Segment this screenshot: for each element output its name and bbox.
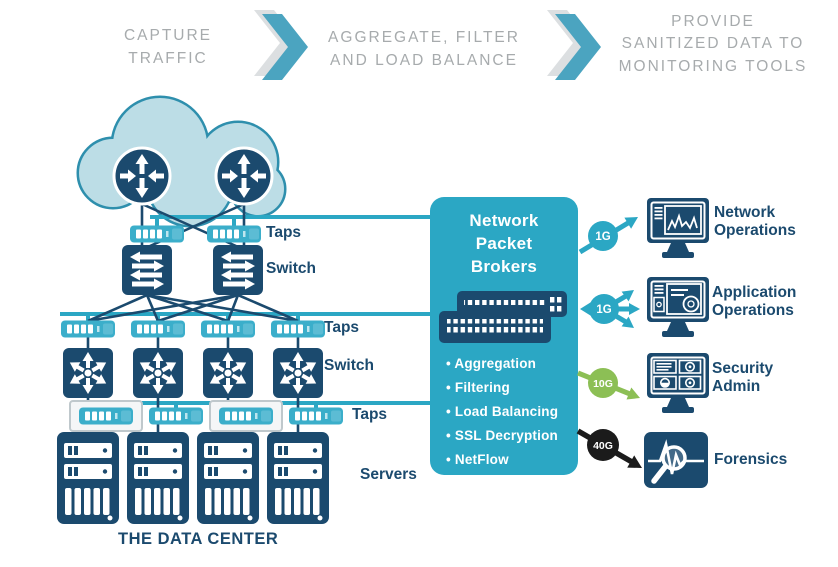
tap-icon [131, 320, 185, 338]
chevron-icon [254, 10, 308, 80]
tap-icon [130, 225, 184, 243]
output-label-forensics: Forensics [714, 451, 788, 468]
tap-icon [61, 320, 115, 338]
label-taps-top: Taps [266, 224, 302, 241]
server-icon [197, 432, 259, 524]
tap-icon [207, 225, 261, 243]
label-servers: Servers [360, 466, 417, 483]
data-center-diagram [57, 95, 430, 524]
output-label-network-operations: Network Operations [714, 204, 796, 239]
speed-arrow-40g: 40G [576, 428, 642, 468]
server-icon [57, 432, 119, 524]
speed-arrow-1g-fanout: 1G [580, 290, 640, 328]
npb-feature: Load Balancing [446, 404, 578, 419]
tap-icon [219, 407, 273, 425]
tap-icon [271, 320, 325, 338]
header-step-capture: CAPTURE TRAFFIC [123, 27, 213, 68]
label-taps-mid: Taps [324, 319, 360, 336]
data-center-title: THE DATA CENTER [118, 530, 279, 548]
forensics-icon [644, 432, 708, 488]
multilayer-switch-icon [63, 348, 113, 398]
monitor-icon [647, 198, 709, 258]
npb-feature-list: Aggregation Filtering Load Balancing SSL… [430, 356, 578, 467]
switch-icon [213, 245, 263, 295]
chevron-icon [547, 10, 601, 80]
header-step-provide: PROVIDE SANITIZED DATA TO MONITORING TOO… [618, 13, 808, 75]
npb-feature: SSL Decryption [446, 428, 578, 443]
router-icon [112, 146, 172, 206]
speed-arrow-1g: 1G [578, 217, 638, 255]
npb-title: Network Packet Brokers [469, 211, 539, 276]
npb-feature: Filtering [446, 380, 578, 395]
server-icon [267, 432, 329, 524]
label-taps-bottom: Taps [352, 406, 388, 423]
tap-icon [149, 407, 203, 425]
multilayer-switch-icon [203, 348, 253, 398]
server-icon [127, 432, 189, 524]
label-switch-top: Switch [266, 260, 316, 277]
speed-arrow-10g: 10G [577, 368, 640, 400]
svg-text:1G: 1G [595, 231, 610, 243]
header-step-aggregate: AGGREGATE, FILTER AND LOAD BALANCE [328, 29, 520, 70]
label-switch-mid: Switch [324, 357, 374, 374]
switch-icon [122, 245, 172, 295]
npb-feature: NetFlow [446, 452, 578, 467]
npb-feature: Aggregation [446, 356, 578, 371]
svg-text:40G: 40G [593, 440, 613, 452]
monitor-icon [647, 353, 709, 413]
multilayer-switch-icon [273, 348, 323, 398]
tap-icon [201, 320, 255, 338]
tap-icon [289, 407, 343, 425]
tap-icon [79, 407, 133, 425]
output-label-security-admin: Security Admin [712, 360, 774, 395]
multilayer-switch-icon [133, 348, 183, 398]
svg-text:10G: 10G [593, 378, 613, 390]
output-label-application-operations: Application Operations [712, 284, 797, 319]
router-icon [214, 146, 274, 206]
svg-text:1G: 1G [596, 304, 611, 316]
monitor-icon [647, 277, 709, 337]
network-packet-brokers-panel: Network Packet Brokers Aggregation Filte… [430, 197, 578, 475]
packet-broker-device-icon [439, 290, 567, 343]
